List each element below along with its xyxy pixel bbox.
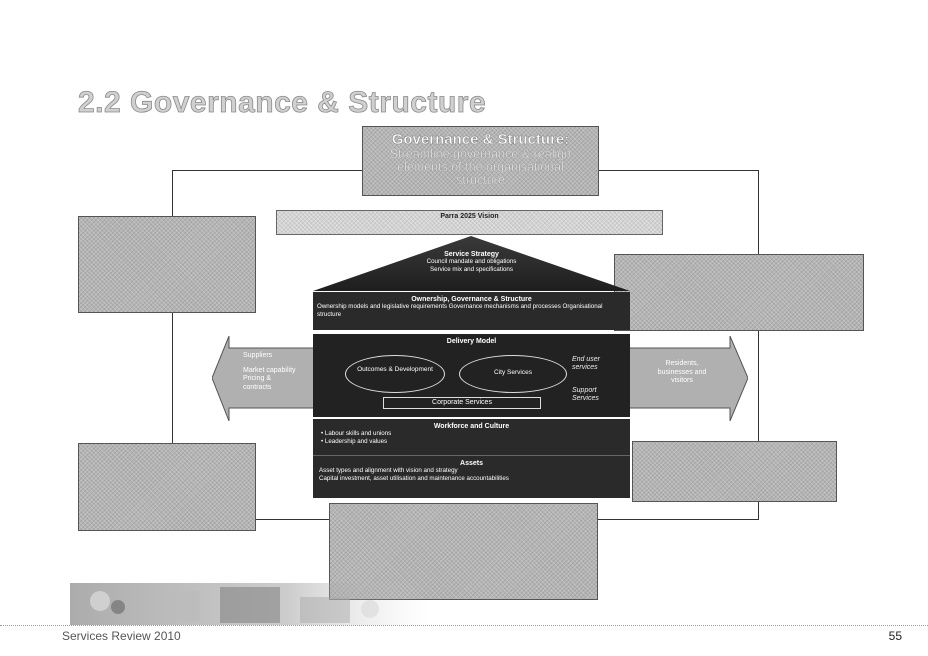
workforce-band: Workforce and Culture • Labour skills an…: [313, 419, 630, 456]
governance-line-2: elements of the organisational: [397, 160, 564, 174]
decorative-photo-strip: [70, 583, 430, 625]
suppliers-line-3: contracts: [243, 383, 272, 391]
corporate-services-label: Corporate Services: [432, 399, 492, 406]
workforce-bullet-1: • Labour skills and unions: [321, 430, 392, 437]
residents-arrow: [622, 336, 748, 421]
placeholder-box-top-right: [614, 254, 864, 331]
support-label: Support Services: [572, 387, 599, 402]
placeholder-box-bottom-right: [632, 441, 837, 502]
page-title: 2.2 Governance & Structure: [78, 86, 487, 120]
service-strategy-text: Service Strategy Council mandate and obl…: [313, 251, 630, 273]
workforce-bullet-2-text: Leadership and values: [324, 437, 388, 445]
end-user-label: End user services: [572, 356, 601, 371]
workforce-heading: Workforce and Culture: [433, 423, 510, 430]
placeholder-box-bottom-left: [78, 443, 256, 531]
service-strategy-line-1: Council mandate and obligations: [426, 258, 517, 265]
workforce-bullet-2: • Leadership and values: [321, 437, 388, 445]
vision-bar: Parra 2025 Vision: [276, 210, 663, 235]
outcomes-label: Outcomes & Development: [357, 366, 433, 373]
ownership-text: Ownership models and legislative require…: [317, 303, 603, 318]
page-number: 55: [888, 629, 902, 643]
residents-line-2: businesses and: [657, 368, 707, 376]
governance-heading: Governance & Structure:: [391, 131, 570, 148]
residents-line-1: Residents,: [665, 360, 699, 367]
delivery-model-heading: Delivery Model: [446, 338, 497, 345]
residents-line-3: visitors: [671, 377, 693, 384]
governance-line-3: structure: [456, 173, 505, 187]
ownership-band: Ownership, Governance & Structure Owners…: [313, 292, 630, 330]
assets-line-2: Capital investment, asset utilisation an…: [319, 474, 509, 482]
ownership-heading: Ownership, Governance & Structure: [411, 296, 532, 303]
suppliers-arrow: [212, 336, 328, 421]
city-services-ellipse: City Services: [459, 355, 567, 393]
suppliers-text: Suppliers Market capability Pricing & co…: [243, 352, 323, 392]
workforce-bullet-1-text: Labour skills and unions: [324, 430, 392, 437]
city-services-label: City Services: [494, 369, 532, 376]
suppliers-heading: Suppliers: [243, 352, 273, 359]
delivery-model-block: Delivery Model Outcomes & Development Ci…: [313, 334, 630, 417]
governance-line-1: Streamline governance & realign: [389, 147, 572, 161]
residents-text: Residents, businesses and visitors: [632, 360, 732, 386]
outcomes-ellipse: Outcomes & Development: [345, 355, 445, 393]
suppliers-line-2: Pricing &: [243, 375, 272, 382]
corporate-services-box: Corporate Services: [383, 397, 541, 409]
vision-label: Parra 2025 Vision: [440, 213, 499, 220]
assets-heading: Assets: [460, 460, 483, 467]
governance-callout-box: Governance & Structure: Streamline gover…: [362, 126, 599, 196]
assets-band: Assets Asset types and alignment with vi…: [313, 456, 630, 498]
footer-title: Services Review 2010: [62, 629, 181, 643]
footer-divider: [0, 625, 928, 626]
assets-line-1: Asset types and alignment with vision an…: [319, 467, 458, 474]
end-user-services: End user services: [572, 356, 616, 372]
placeholder-box-top-left: [78, 216, 256, 313]
service-strategy-line-2: Service mix and specifications: [430, 265, 513, 273]
service-strategy-roof: [313, 236, 630, 291]
support-services: Support Services: [572, 387, 616, 403]
service-strategy-heading: Service Strategy: [444, 251, 499, 258]
suppliers-line-1: Market capability: [243, 366, 296, 374]
